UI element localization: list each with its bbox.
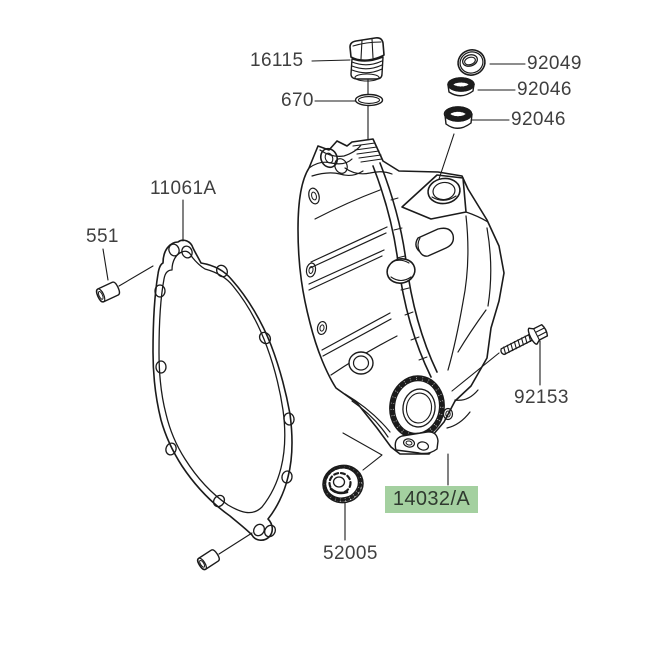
dowel-pin-lower-drawing [196, 549, 220, 571]
bearing-upper-drawing [447, 77, 475, 97]
o-ring-drawing [354, 93, 384, 107]
oil-seal-drawing [457, 49, 486, 76]
part-label-bolt[interactable]: 92153 [514, 387, 569, 408]
part-label-oil-seal[interactable]: 92049 [527, 53, 582, 74]
clutch-cover-drawing [297, 138, 505, 455]
part-label-o-ring[interactable]: 670 [281, 90, 314, 111]
filler-cap-drawing [349, 37, 385, 82]
gasket-drawing [152, 239, 295, 541]
dowel-pin-upper-drawing [95, 281, 121, 303]
part-label-gasket[interactable]: 11061A [150, 178, 217, 199]
part-label-dowel-pin[interactable]: 551 [86, 226, 119, 247]
part-label-bearing-lower[interactable]: 92046 [511, 109, 566, 130]
part-label-bearing-upper[interactable]: 92046 [517, 79, 572, 100]
part-label-sight-glass[interactable]: 52005 [323, 543, 378, 564]
part-label-clutch-cover-selected[interactable]: 14032/A [385, 486, 478, 513]
bolt-drawing [500, 323, 549, 356]
bearing-lower-drawing [443, 106, 473, 129]
sight-glass-drawing [322, 464, 364, 504]
part-label-filler-cap[interactable]: 16115 [250, 50, 304, 71]
leader-lines [102, 59, 541, 555]
